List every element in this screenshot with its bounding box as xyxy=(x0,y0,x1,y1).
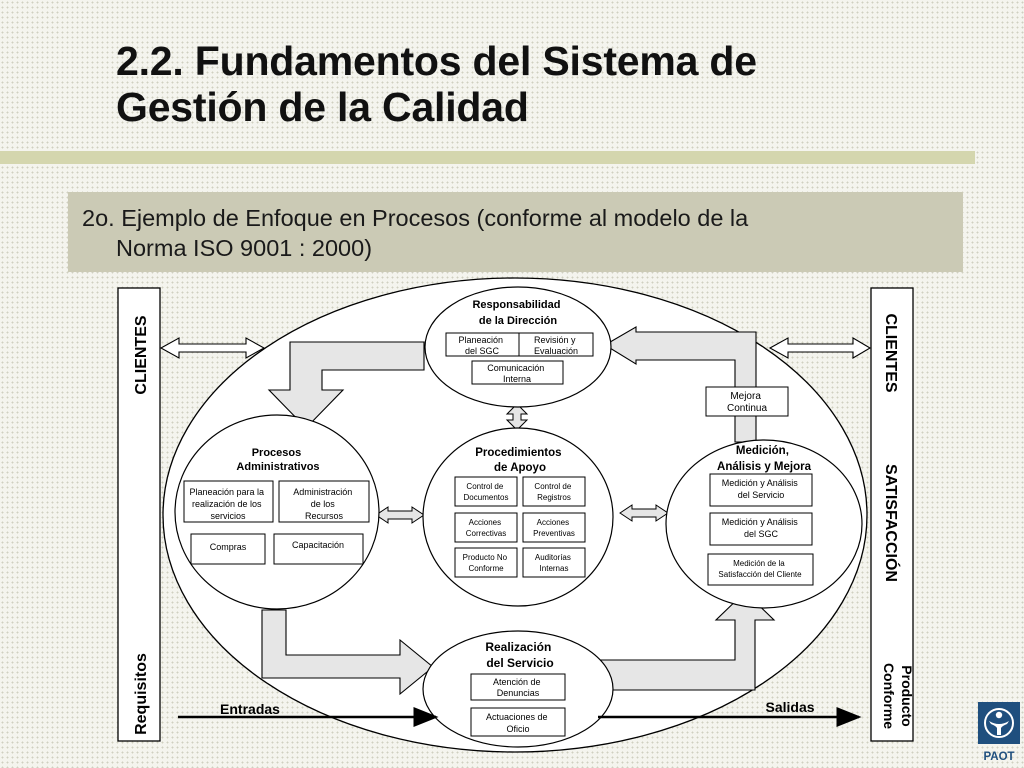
direccion-to-admin-arrow xyxy=(267,341,425,429)
medicion-title-2: Análisis y Mejora xyxy=(717,461,812,473)
svg-text:Revisión y Evaluación: Revisión y Evaluación xyxy=(534,335,578,356)
acciones-preventivas-box xyxy=(522,512,586,543)
medicion-servicio-box xyxy=(709,473,813,507)
producto-label: Producto xyxy=(899,665,915,726)
subtitle-line-1: 2o. Ejemplo de Enfoque en Procesos (conf… xyxy=(82,205,749,231)
svg-text:Medición, Análisis y Mejor: Medición, Análisis y Mejora xyxy=(717,445,812,473)
right-clientes-panel xyxy=(870,287,914,742)
auditorias-internas-box xyxy=(522,547,586,578)
svg-text:Planeación para la realiza: Planeación para la realización de los se… xyxy=(189,487,266,521)
atencion-denuncias-box xyxy=(470,673,566,701)
svg-text:Acciones Preventivas: Acciones Preventivas xyxy=(533,518,575,538)
svg-text:Atención de Denuncias: Atención de Denuncias xyxy=(493,677,543,698)
svg-text:Medición y Análisis del SG: Medición y Análisis del SGC xyxy=(722,517,801,539)
subtitle-band xyxy=(68,192,963,272)
administracion-recursos-box xyxy=(278,480,370,523)
satisfaccion-label: SATISFACCIÓN xyxy=(882,464,901,582)
conforme-label: Conforme xyxy=(881,663,897,729)
slide-subtitle: 2o. Ejemplo de Enfoque en Procesos (conf… xyxy=(82,203,950,263)
medicion-sgc-box xyxy=(709,512,813,546)
revision-evaluacion-box xyxy=(518,332,594,357)
svg-text:Compras: Compras xyxy=(210,542,247,552)
procedimientos-title-1: Procedimientos xyxy=(475,447,561,459)
title-line-2: Gestión de la Calidad xyxy=(116,84,529,130)
entradas-label: Entradas xyxy=(220,701,280,717)
procesos-admin-title-2: Administrativos xyxy=(236,461,319,473)
svg-text:Procedimientos de Apoyo: Procedimientos de Apoyo xyxy=(475,447,564,474)
left-clientes-double-arrow xyxy=(159,337,266,359)
right-clientes-double-arrow xyxy=(768,337,872,359)
control-documentos-box xyxy=(454,476,518,507)
control-registros-box xyxy=(522,476,586,507)
left-clientes-label: CLIENTES xyxy=(133,315,150,394)
medicion-title-1: Medición, xyxy=(736,445,789,457)
svg-text:Control de Documentos: Control de Documentos xyxy=(464,482,509,502)
mejora-line-2: Continua xyxy=(727,403,767,414)
svg-text:Comunicación Interna: Comunicación Interna xyxy=(487,363,547,384)
acciones-correctivas-box xyxy=(454,512,518,543)
mejora-line-1: Mejora xyxy=(730,391,761,402)
medicion-satisfaccion-box xyxy=(707,553,814,586)
svg-text:Medición de la Satisfacció: Medición de la Satisfacción del Cliente xyxy=(718,559,802,579)
svg-text:Procesos Administrativos: Procesos Administrativos xyxy=(236,447,319,473)
svg-text:Actuaciones de Oficio: Actuaciones de Oficio xyxy=(486,712,550,734)
comunicacion-interna-box xyxy=(471,360,564,385)
subtitle-line-2: Norma ISO 9001 : 2000) xyxy=(116,235,373,261)
requisitos-label: Requisitos xyxy=(133,653,150,735)
svg-text:Planeación del SGC: Planeación del SGC xyxy=(458,335,505,356)
actuaciones-oficio-box xyxy=(470,707,566,737)
procesos-admin-title-1: Procesos xyxy=(252,447,302,459)
admin-to-realizacion-arrow xyxy=(261,609,434,696)
svg-text:Mejora Continua: Mejora Continua xyxy=(727,391,767,414)
title-line-1: 2.2. Fundamentos del Sistema de xyxy=(116,38,757,84)
responsabilidad-title-2: de la Dirección xyxy=(479,315,558,327)
salidas-label: Salidas xyxy=(765,699,814,715)
slide-title: 2.2. Fundamentos del Sistema de Gestión … xyxy=(116,38,936,130)
responsabilidad-title-1: Responsabilidad xyxy=(472,299,560,311)
left-clientes-panel xyxy=(117,287,161,742)
capacitacion-box xyxy=(273,533,364,565)
realizacion-title-2: del Servicio xyxy=(486,656,553,670)
realizacion-title-1: Realización xyxy=(485,640,551,654)
svg-text:Administración de los: Administración de los Recursos xyxy=(293,487,355,521)
svg-text:Acciones Correctivas: Acciones Correctivas xyxy=(466,518,506,538)
svg-text:Responsabilidad de la Dire: Responsabilidad de la Dirección xyxy=(472,299,563,327)
svg-text:Capacitación: Capacitación xyxy=(292,540,344,550)
svg-text:Control de Registros: Control de Registros xyxy=(534,482,573,502)
title-rule xyxy=(0,151,975,164)
svg-text:Medición y Análisis del Se: Medición y Análisis del Servicio xyxy=(722,478,801,500)
mejora-continua-box xyxy=(705,386,789,417)
svg-text:Auditorías Internas: Auditorías Internas xyxy=(535,553,573,573)
svg-text:Realización del Servicio: Realización del Servicio xyxy=(485,640,554,670)
producto-no-conforme-box xyxy=(454,547,518,578)
paot-logo-text: PAOT xyxy=(983,751,1014,763)
right-clientes-label: CLIENTES xyxy=(882,313,899,392)
procedimientos-title-2: de Apoyo xyxy=(494,462,546,474)
paot-logo: PAOT xyxy=(978,702,1020,763)
planeacion-realizacion-box xyxy=(183,480,274,523)
compras-box xyxy=(190,533,266,565)
svg-text:Producto No Conforme: Producto No Conforme xyxy=(463,553,510,573)
